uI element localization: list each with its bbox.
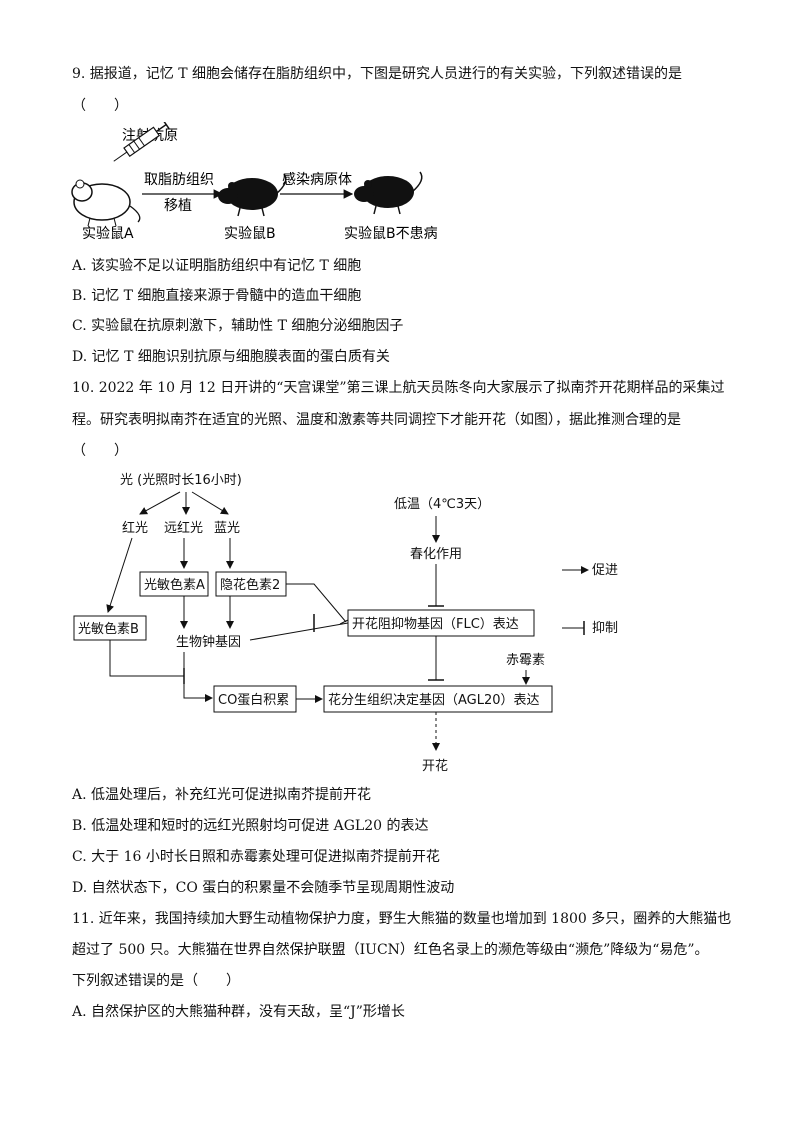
q10-legend-inhibit: 抑制 [592, 621, 618, 636]
q9-mouse-b-label: 实验鼠B [224, 226, 276, 242]
q9-answer-blank: （ ） [72, 98, 128, 114]
q10-stem-line1: 10. 2022 年 10 月 12 日开讲的“天宫课堂”第三课上航天员陈冬向大… [72, 380, 725, 396]
q10-legend-promote: 促进 [592, 563, 618, 578]
q9-option-b[interactable]: B. 记忆 T 细胞直接来源于骨髓中的造血干细胞 [72, 288, 362, 304]
q9-arrow2-top: 感染病原体 [282, 171, 352, 188]
q9-option-a[interactable]: A. 该实验不足以证明脂肪组织中有记忆 T 细胞 [72, 258, 362, 274]
q10-flc: 开花阻抑物基因（FLC）表达 [352, 616, 519, 632]
q10-low-temp: 低温（4℃3天） [394, 497, 490, 512]
syringe-icon [113, 122, 170, 162]
q11-stem-line3: 下列叙述错误的是（ ） [72, 973, 240, 989]
q11-option-a[interactable]: A. 自然保护区的大熊猫种群，没有天敌，呈“J”形增长 [72, 1004, 405, 1020]
q9-option-c[interactable]: C. 实验鼠在抗原刺激下，辅助性 T 细胞分泌细胞因子 [72, 318, 404, 334]
q10-blue-light: 蓝光 [214, 521, 240, 536]
q9-figure: 注射抗原 取脂肪组织 移植 感染病原体 实验鼠A [71, 122, 438, 242]
q10-pigment-b: 光敏色素B [78, 621, 139, 637]
q9-arrow1-bottom: 移植 [164, 198, 192, 214]
q9-stem: 9. 据报道，记忆 T 细胞会储存在脂肪组织中，下图是研究人员进行的有关实验，下… [72, 66, 683, 82]
q10-co: CO蛋白积累 [218, 692, 289, 708]
q10-stem-line2: 程。研究表明拟南芥在适宜的光照、温度和激素等共同调控下才能开花（如图），据此推测… [72, 412, 681, 428]
q11-stem-line1: 11. 近年来，我国持续加大野生动植物保护力度，野生大熊猫的数量也增加到 180… [72, 911, 732, 927]
q10-option-d[interactable]: D. 自然状态下，CO 蛋白的积累量不会随季节呈现周期性波动 [72, 880, 455, 896]
q10-answer-blank: （ ） [72, 443, 128, 459]
q10-pigment-a: 光敏色素A [144, 577, 205, 593]
q10-vernalization: 春化作用 [410, 547, 462, 562]
q10-agl20: 花分生组织决定基因（AGL20）表达 [328, 692, 540, 708]
q10-option-b[interactable]: B. 低温处理和短时的远红光照射均可促进 AGL20 的表达 [72, 818, 429, 834]
q10-figure: 光 (光照时长16小时) 红光 远红光 蓝光 光敏色素A 隐花色素2 光敏色素B… [73, 473, 618, 774]
q10-far-red-light: 远红光 [164, 520, 203, 536]
q9-mouse-b-result-label: 实验鼠B不患病 [344, 226, 438, 242]
q9-option-d[interactable]: D. 记忆 T 细胞识别抗原与细胞膜表面的蛋白质有关 [72, 349, 390, 365]
q10-flowering: 开花 [422, 758, 448, 774]
q11-stem-line2: 超过了 500 只。大熊猫在世界自然保护联盟（IUCN）红色名录上的濒危等级由“… [72, 942, 709, 958]
q10-light-label: 光 (光照时长16小时) [120, 473, 242, 488]
q10-crypto2: 隐花色素2 [220, 577, 280, 593]
q10-option-c[interactable]: C. 大于 16 小时长日照和赤霉素处理可促进拟南芥提前开花 [72, 849, 440, 865]
q10-option-a[interactable]: A. 低温处理后，补充红光可促进拟南芥提前开花 [72, 787, 372, 803]
q10-red-light: 红光 [122, 520, 148, 536]
q9-mouse-a-label: 实验鼠A [82, 226, 134, 242]
mouse-a-icon [71, 179, 141, 227]
q10-clock-gene: 生物钟基因 [176, 634, 241, 650]
q10-gibberellin: 赤霉素 [506, 653, 545, 668]
mouse-b-icon [218, 173, 287, 217]
mouse-b-result-icon [354, 171, 423, 215]
q9-arrow1-top: 取脂肪组织 [144, 172, 214, 188]
